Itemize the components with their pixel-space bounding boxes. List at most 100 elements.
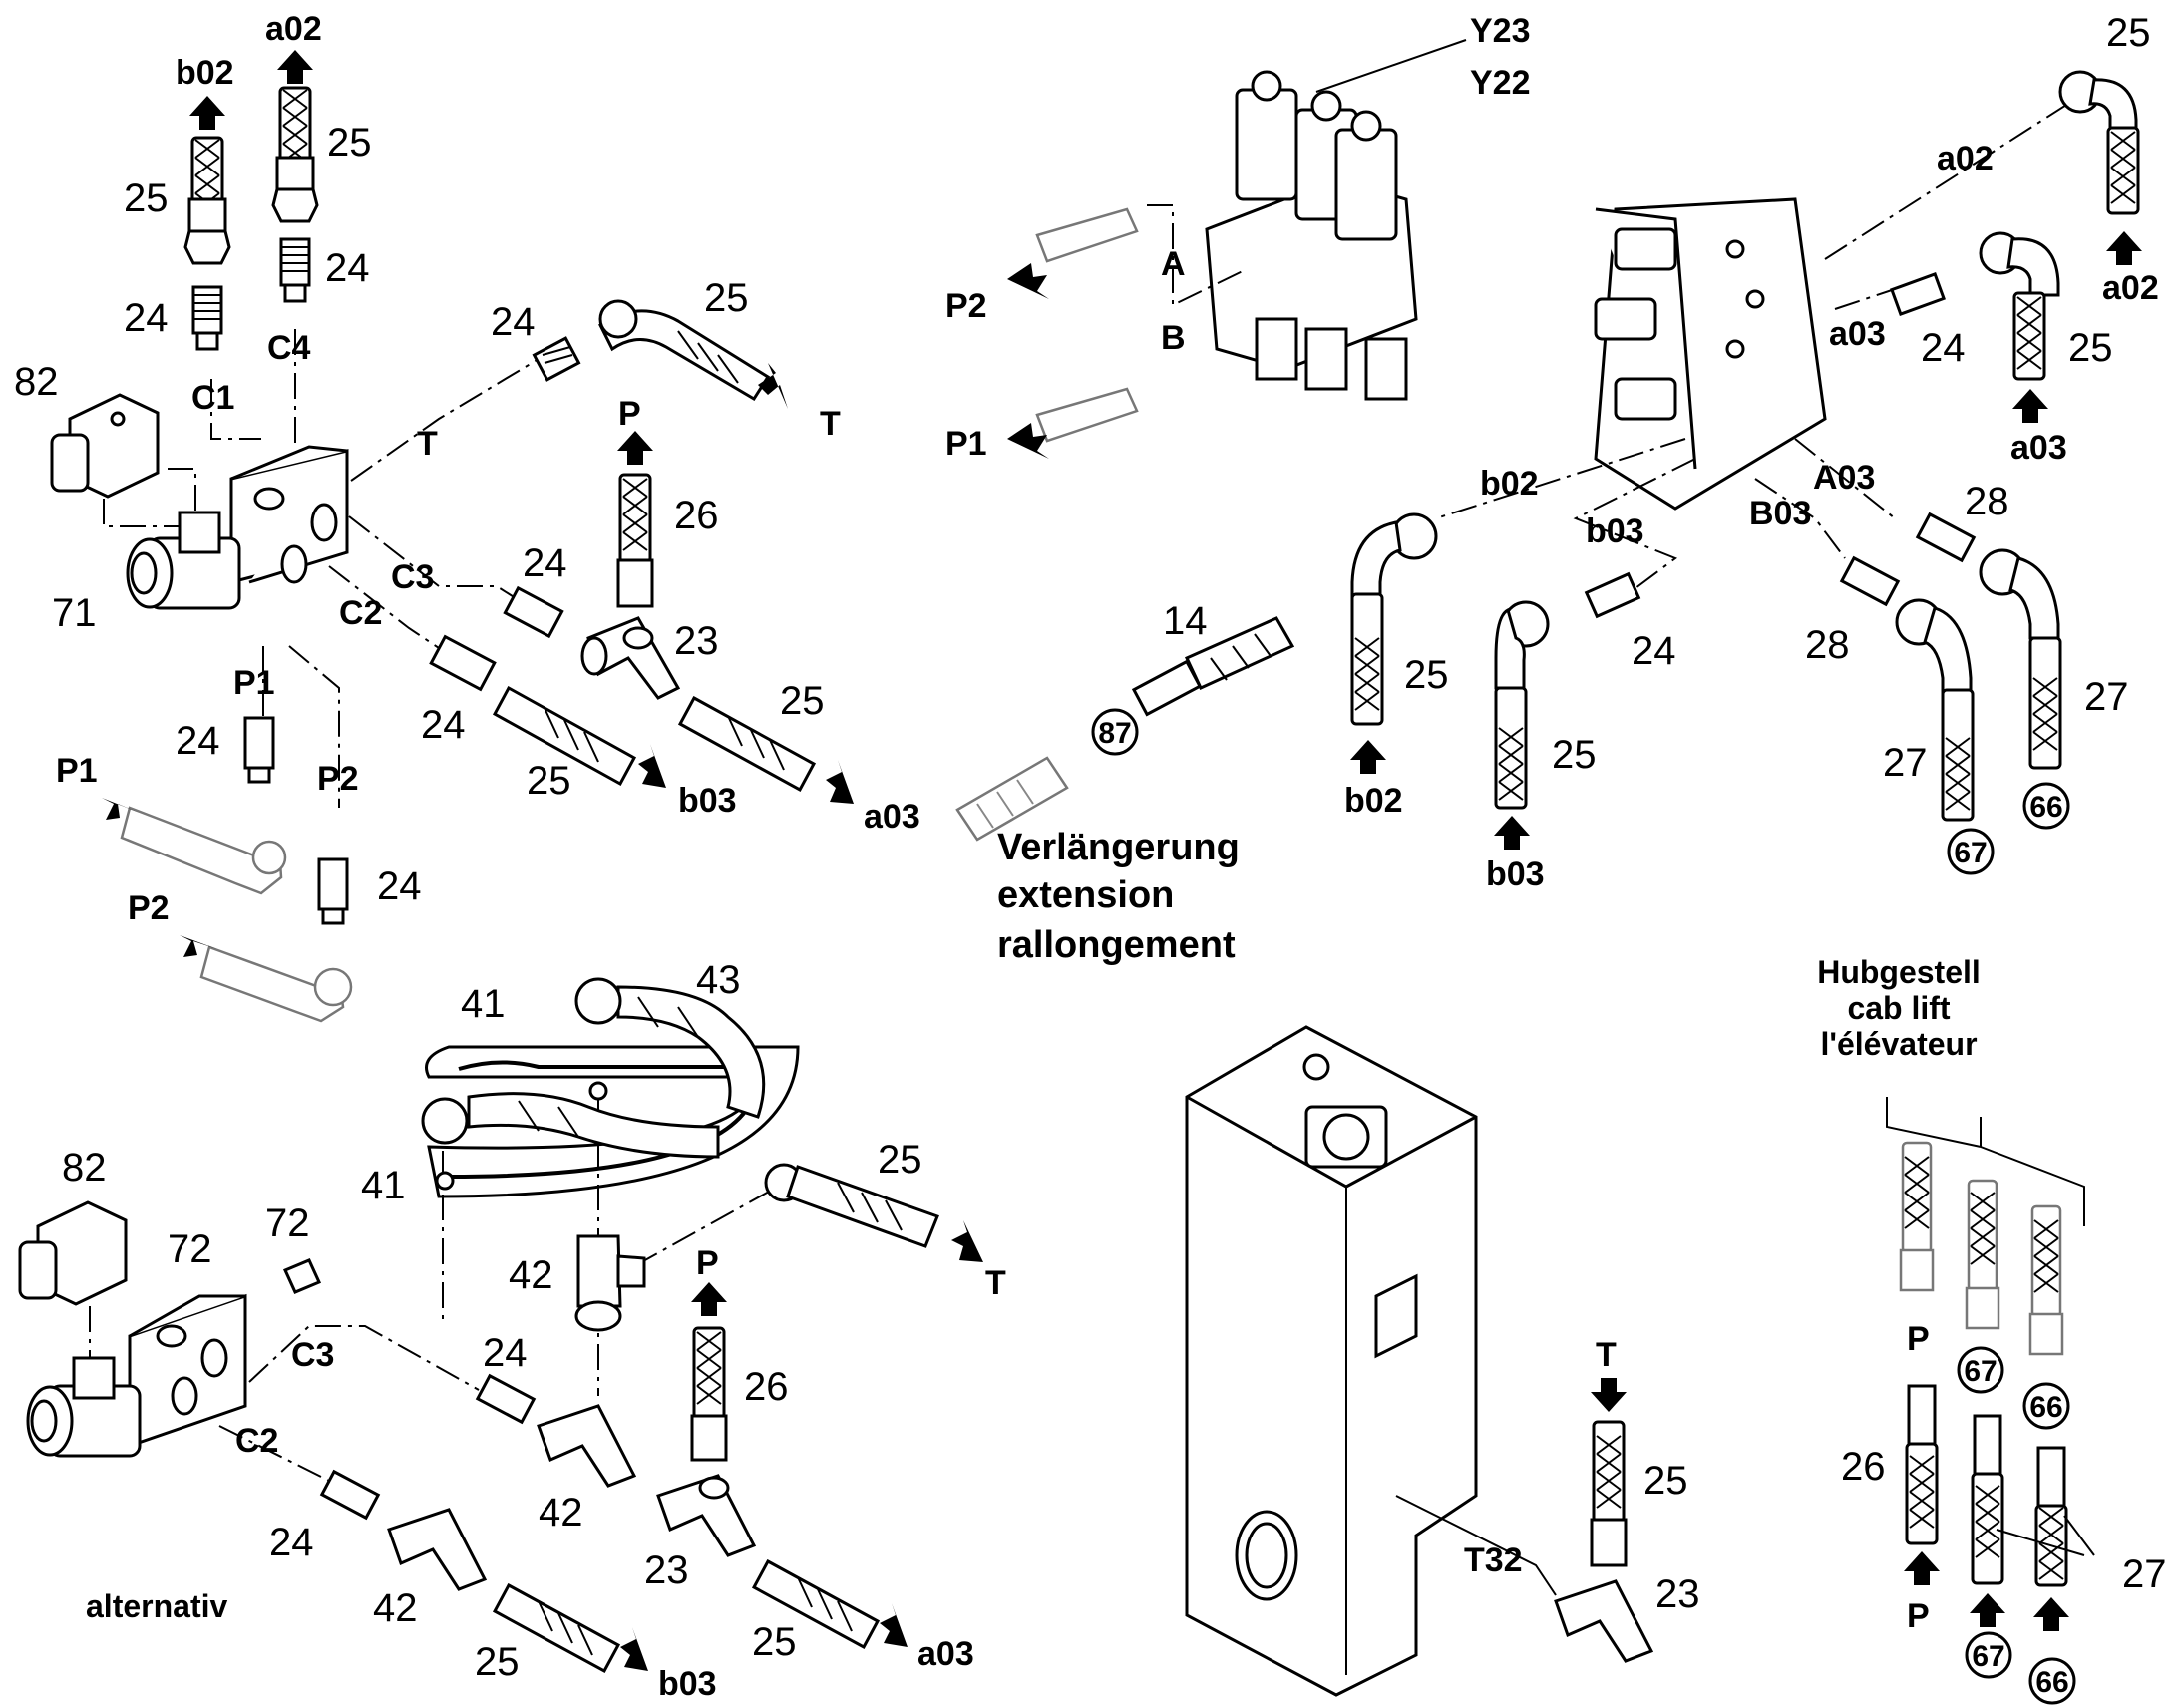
label-a02-right-arrow: a02 <box>2102 269 2159 307</box>
arrow-t-top <box>758 363 788 409</box>
hydraulic-tank <box>1185 1025 1478 1697</box>
num-27-left: 27 <box>1883 741 1928 785</box>
label-b03-right-arrow: b03 <box>1486 855 1545 893</box>
label-p1-hose: P1 <box>56 752 98 790</box>
arrow-a03-bottom <box>880 1603 908 1647</box>
circle-67-lift-upper: 67 <box>1957 1346 2004 1394</box>
caption-extension-fr: rallongement <box>997 924 1236 966</box>
main-valve-block-right <box>1435 99 2075 589</box>
svg-text:66: 66 <box>2029 1391 2062 1424</box>
label-a03-right: a03 <box>1829 315 1886 353</box>
caption-lift-en: cab lift <box>1847 990 1950 1026</box>
label-p-bottom: P <box>696 1244 719 1282</box>
washer-41-upper <box>588 1081 608 1101</box>
tee-42-upper <box>574 1234 646 1332</box>
washer-41-lower <box>435 1171 455 1191</box>
circle-66-lift-lower: 66 <box>2028 1657 2076 1705</box>
num-24-c4: 24 <box>325 246 370 290</box>
arrow-up-p-bottom <box>691 1282 727 1316</box>
tee-23-top <box>580 616 681 700</box>
num-26-lift: 26 <box>1841 1445 1886 1489</box>
label-t32: T32 <box>1464 1541 1523 1579</box>
num-25-a02-right: 25 <box>2106 11 2151 55</box>
hose-u-43 <box>421 977 800 1198</box>
circle-67-right: 67 <box>1947 828 1995 875</box>
nipple-c3 <box>503 585 564 639</box>
circle-66-lift-upper: 66 <box>2022 1382 2070 1430</box>
fittings-28-27 <box>1839 512 2062 822</box>
nipple-c4 <box>279 237 311 303</box>
hose-p-26-bottom <box>690 1326 728 1462</box>
num-25-b03-bottom: 25 <box>475 1640 520 1684</box>
arrow-up-b02-right <box>1350 740 1386 774</box>
arrow-up-p-top <box>617 431 653 465</box>
arrow-b03-top <box>638 744 666 788</box>
label-c3: C3 <box>391 558 434 596</box>
num-24-c3-bottom: 24 <box>483 1331 528 1375</box>
num-25-t: 25 <box>704 276 749 320</box>
svg-text:67: 67 <box>1954 837 1987 869</box>
hose-b03-right <box>1494 571 1641 810</box>
nipple-c2 <box>429 634 497 692</box>
hose-p-26-top <box>616 473 654 608</box>
num-42-upper: 42 <box>509 1253 553 1297</box>
control-valve-y22-y23 <box>1035 39 1467 443</box>
cab-lift-lower-hoses <box>1905 1384 2095 1587</box>
num-23-tank: 23 <box>1655 1572 1700 1616</box>
arrow-p2-valve <box>1007 263 1049 299</box>
arrow-up-a02-right <box>2106 231 2142 265</box>
circle-67-lift-lower: 67 <box>1965 1631 2012 1679</box>
num-23-top: 23 <box>674 619 719 663</box>
label-p2-valve-center: P2 <box>945 287 987 325</box>
label-b02-top: b02 <box>176 54 234 92</box>
num-25-a03-right: 25 <box>2068 326 2113 370</box>
svg-text:87: 87 <box>1098 717 1131 750</box>
label-a03-right-arrow: a03 <box>2010 429 2067 467</box>
nipple-c1 <box>191 285 223 351</box>
num-24-b03-right: 24 <box>1632 629 1676 673</box>
label-t-valve: T <box>417 425 438 463</box>
num-82-top: 82 <box>14 360 59 404</box>
num-24-c3: 24 <box>523 541 567 585</box>
arrow-up-b03-right <box>1494 816 1530 850</box>
caption-alternative: alternativ <box>86 1588 227 1624</box>
num-25-b02-right: 25 <box>1404 653 1449 697</box>
num-42-middle: 42 <box>539 1491 583 1535</box>
num-24-c2: 24 <box>421 703 466 747</box>
label-p-lift-lower: P <box>1907 1597 1930 1635</box>
arrow-up-b02 <box>189 96 225 130</box>
label-c2: C2 <box>339 594 382 632</box>
cab-lift-hose-66 <box>2028 1204 2064 1356</box>
label-y22: Y22 <box>1470 64 1531 102</box>
hose-b03-top <box>492 685 637 787</box>
tee-23-bottom <box>656 1474 757 1557</box>
nipple-p2 <box>317 857 349 925</box>
arrow-up-a02 <box>277 50 313 84</box>
svg-text:67: 67 <box>1964 1355 1997 1388</box>
label-c1: C1 <box>191 379 234 417</box>
arrow-t-bottom <box>951 1220 983 1262</box>
num-72-right: 72 <box>265 1201 310 1245</box>
num-24-p1: 24 <box>176 719 220 763</box>
label-t-hose: T <box>820 405 841 443</box>
num-27-right: 27 <box>2084 675 2129 719</box>
num-24-p2: 24 <box>377 864 422 908</box>
hose-a03-bottom <box>751 1558 881 1650</box>
num-25-a03-bottom: 25 <box>752 1620 797 1664</box>
num-25-b02: 25 <box>124 176 169 220</box>
caption-extension-de: Verlängerung <box>997 827 1240 868</box>
label-b02-right-arrow: b02 <box>1344 782 1403 820</box>
tee-42-lower <box>387 1508 488 1591</box>
label-b03-bottom: b03 <box>658 1665 717 1703</box>
hose-t-bottom <box>764 1163 939 1248</box>
label-y23: Y23 <box>1470 12 1531 50</box>
label-p2-valve: P2 <box>317 760 359 798</box>
num-28-upper: 28 <box>1965 480 2009 523</box>
label-c4: C4 <box>267 329 311 367</box>
text-labels: b02 a02 25 25 24 24 C4 C1 82 T 24 25 T P… <box>14 10 2167 1703</box>
circle-87: 87 <box>1091 708 1139 756</box>
label-p1-valve-center: P1 <box>945 425 987 463</box>
num-25-a02: 25 <box>327 121 372 165</box>
hose-b02-right <box>1350 512 1438 726</box>
